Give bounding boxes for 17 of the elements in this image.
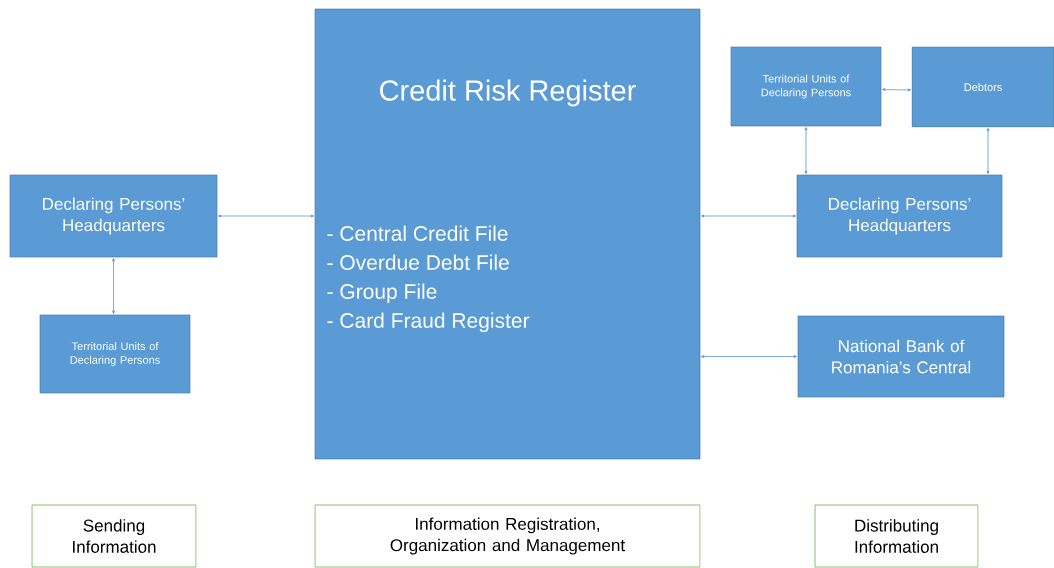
register-box: Credit Risk Register - Central Credit File - Overdue Debt File - Group File - Card Fraud Register	[314, 8, 701, 460]
stage-label-box: Information Registration, Organization and Management	[314, 504, 701, 568]
double-arrow	[701, 355, 798, 358]
double-arrow	[804, 126, 808, 175]
stage-label-box: Sending Information	[31, 504, 197, 568]
double-arrow	[986, 127, 990, 175]
double-arrow	[112, 258, 115, 315]
double-arrow	[218, 214, 315, 218]
double-arrow	[882, 88, 912, 92]
process-box: Debtors	[911, 46, 1054, 128]
stage-label-box: Distributing Information	[814, 504, 979, 568]
process-box: Territorial Units of Declaring Persons	[730, 46, 882, 127]
process-box: Declaring Persons’ Headquarters	[9, 174, 218, 258]
process-box: Territorial Units of Declaring Persons	[39, 314, 191, 394]
process-box: National Bank of Romania’s Central	[797, 315, 1005, 398]
double-arrow	[701, 214, 797, 218]
process-box: Declaring Persons’ Headquarters	[796, 174, 1003, 258]
